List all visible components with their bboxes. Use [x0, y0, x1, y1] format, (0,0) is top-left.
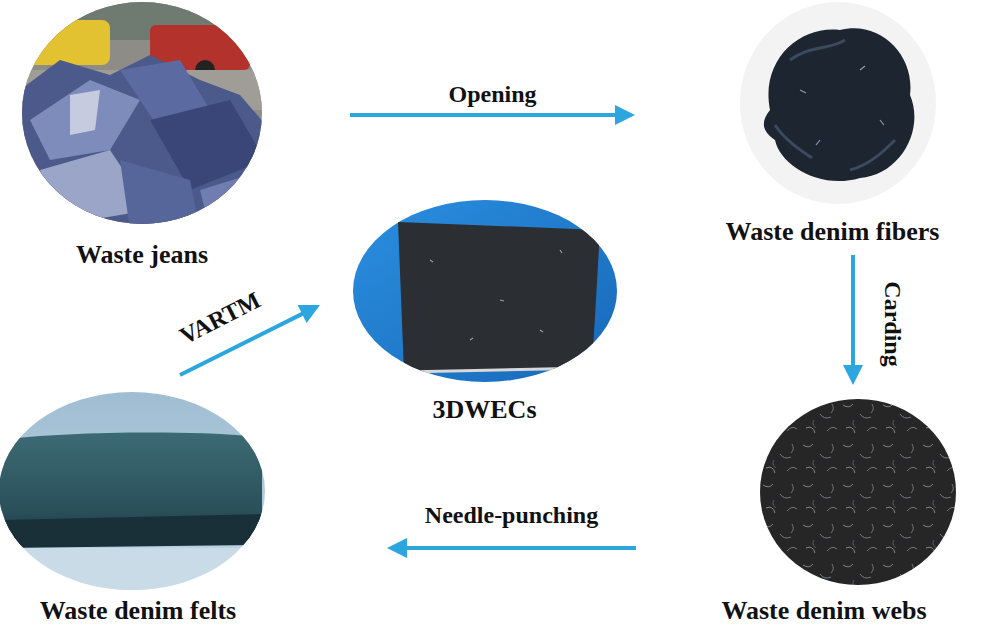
flow-arrow — [350, 105, 635, 125]
node-caption: Waste denim felts — [2, 596, 274, 626]
arrow-head — [615, 105, 635, 125]
node-caption: Waste denim webs — [668, 596, 980, 626]
photo-node: Waste denim webs — [668, 400, 980, 626]
step-label: Opening — [448, 80, 536, 108]
node-caption: 3DWECs — [352, 395, 617, 425]
step-label: Carding — [879, 281, 907, 366]
arrow-head — [298, 305, 320, 323]
flow-arrow — [843, 255, 863, 385]
photo-node: Waste denim felts — [2, 392, 274, 626]
arrow-head — [387, 538, 407, 558]
node-caption: Waste jeans — [22, 240, 262, 270]
photo-node: Waste denim fibers — [680, 2, 985, 247]
arrow-shaft — [851, 255, 855, 369]
photo-node: Waste jeans — [22, 2, 262, 270]
node-caption: Waste denim fibers — [680, 217, 985, 247]
flow-arrow — [387, 538, 636, 558]
arrow-head — [843, 365, 863, 385]
photo-node: 3DWECs — [352, 200, 617, 425]
arrow-shaft — [403, 546, 636, 550]
step-label: Needle-punching — [425, 501, 598, 529]
arrow-shaft — [350, 113, 619, 117]
